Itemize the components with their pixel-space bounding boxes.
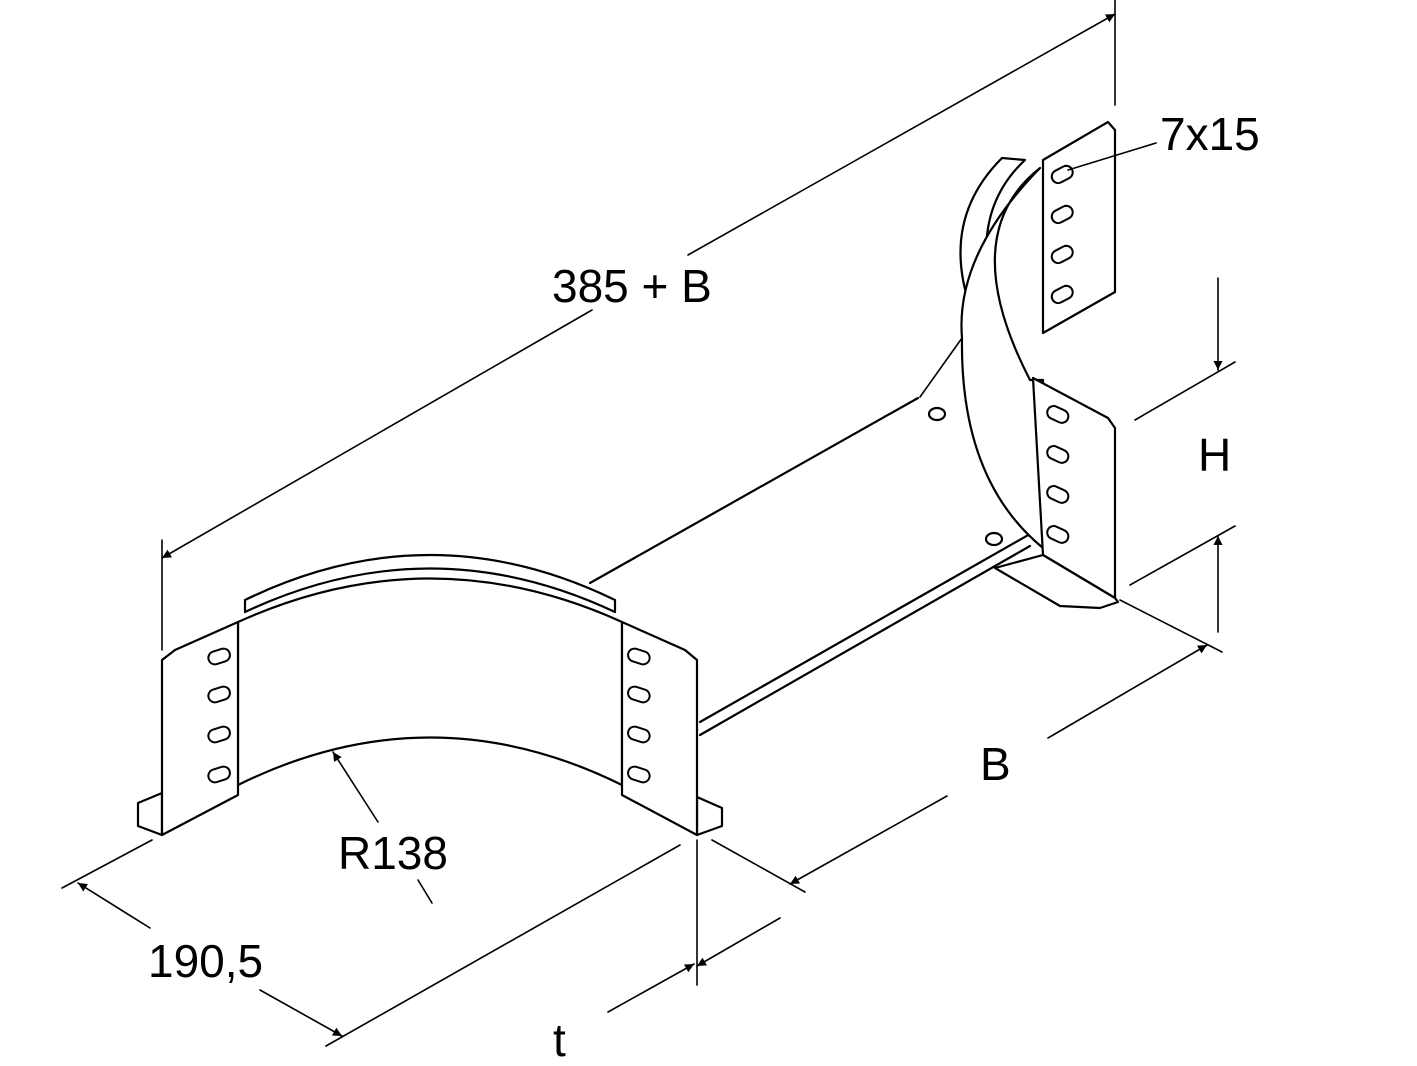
extension-line xyxy=(61,839,153,889)
slot xyxy=(207,647,231,666)
slot-label: 7x15 xyxy=(1160,108,1260,160)
slot xyxy=(1046,405,1070,424)
slot xyxy=(207,685,231,704)
dim-line-length xyxy=(161,309,593,559)
base-edge-back xyxy=(588,396,920,585)
slot xyxy=(1046,485,1070,504)
slot xyxy=(1046,445,1070,464)
base-edge-front-inner xyxy=(698,532,1032,724)
depth-label: 190,5 xyxy=(148,935,263,987)
dim-line-width xyxy=(1047,644,1208,739)
arch-lip xyxy=(243,553,617,614)
leader-line-radius xyxy=(332,751,379,823)
thickness-label: t xyxy=(553,1014,566,1066)
extension-line xyxy=(1119,599,1223,653)
foot-tab-right xyxy=(695,795,724,837)
slot xyxy=(207,765,231,784)
base-edge-rise xyxy=(919,337,963,398)
slot xyxy=(207,725,231,744)
foot-tab-left xyxy=(136,791,164,837)
slot xyxy=(627,765,651,784)
slot xyxy=(627,725,651,744)
leader-line-radius xyxy=(417,879,433,904)
foot-tab-back xyxy=(993,553,1120,610)
dim-line-thickness xyxy=(607,963,695,1013)
dim-line-depth xyxy=(77,882,151,929)
length-label: 385 + B xyxy=(552,260,712,312)
slot xyxy=(1050,284,1074,305)
reducer-part xyxy=(136,120,1120,837)
leader-line-slot xyxy=(1067,142,1157,171)
width-label: B xyxy=(980,738,1011,790)
height-label: H xyxy=(1198,429,1231,481)
rivet xyxy=(927,406,947,422)
dim-line-thickness xyxy=(696,917,781,967)
slot xyxy=(627,685,651,704)
extension-line xyxy=(1129,525,1236,586)
dim-line-width xyxy=(789,795,948,885)
dim-line-depth xyxy=(259,989,343,1037)
extension-line xyxy=(1134,361,1236,421)
base-edge-front xyxy=(698,544,1032,737)
slot xyxy=(1046,525,1070,544)
slot xyxy=(1050,244,1074,265)
extension-line xyxy=(325,844,681,1047)
rivet xyxy=(984,531,1004,547)
extension-line xyxy=(711,839,806,893)
dimensions: 385 + B 7x15 H B R138 190,5 t xyxy=(61,0,1260,1066)
curve-web xyxy=(960,166,1045,550)
slot xyxy=(1050,204,1074,225)
arch-web xyxy=(236,577,624,787)
slot xyxy=(627,647,651,666)
dim-line-length xyxy=(687,13,1116,256)
side-plate-lower xyxy=(1031,376,1117,600)
radius-label: R138 xyxy=(338,827,448,879)
